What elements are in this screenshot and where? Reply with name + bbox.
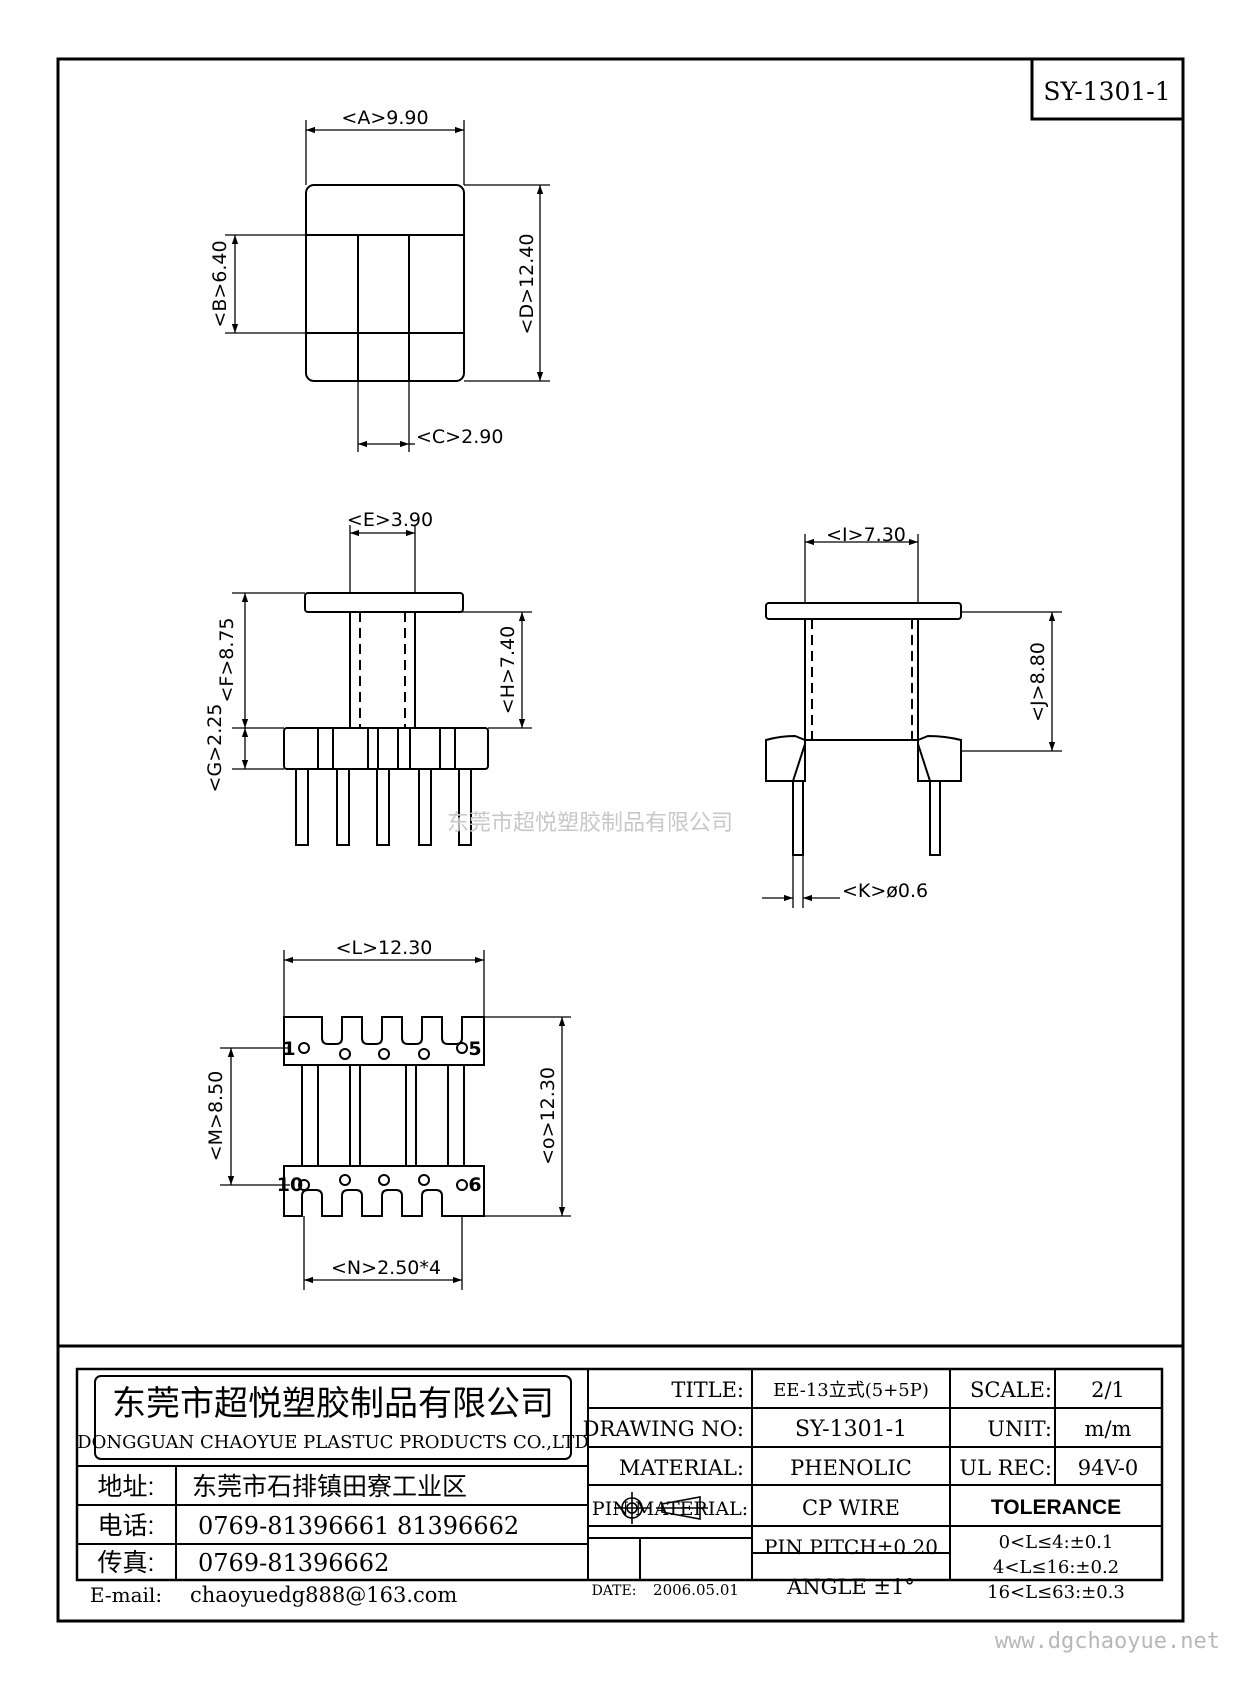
email-label: E-mail: [90,1583,162,1607]
dim-i-label: <I>7.30 [826,524,906,546]
footer-url[interactable]: www.dgchaoyue.net [995,1629,1220,1654]
bottom-view [220,950,571,1290]
dim-m-label: <M>8.50 [205,1071,227,1162]
drawing-no-label: DRAWING NO: [583,1417,744,1441]
title-label: TITLE: [671,1378,744,1402]
dim-f-label: <F>8.75 [216,617,238,702]
material-value: PHENOLIC [790,1456,912,1480]
phone-label: 电话: [98,1512,155,1540]
dim-j-label: <J>8.80 [1027,642,1049,722]
dim-h-label: <H>7.40 [497,626,519,714]
pin-pitch: PIN PITCH±0.20 [764,1535,938,1559]
unit-value: m/m [1085,1417,1132,1441]
title-value: EE-13立式(5+5P) [773,1380,929,1401]
dim-c-label: <C>2.90 [416,426,503,448]
pin-label-10: 10 [277,1174,303,1196]
tolerance-label: TOLERANCE [991,1496,1121,1519]
dim-n-label: <N>2.50*4 [331,1257,441,1279]
top-view [225,120,550,452]
address-label: 地址: [98,1473,155,1501]
tolerance-row-1: 0<L≤4:±0.1 [999,1532,1114,1553]
pin-material-value: CP WIRE [802,1496,900,1520]
ul-rec-value: 94V-0 [1078,1456,1138,1480]
company-name-en: DONGGUAN CHAOYUE PLASTUC PRODUCTS CO.,LT… [77,1432,589,1453]
sheet-border [56,57,1185,1623]
pin-label-6: 6 [468,1174,481,1196]
front-view [232,525,532,846]
dim-l-label: <L>12.30 [336,937,433,959]
fax-value: 0769-81396662 [198,1549,389,1577]
dim-o-label: <o>12.30 [537,1067,559,1165]
watermark: 东莞市超悦塑胶制品有限公司 [447,811,733,836]
tolerance-row-2: 4<L≤16:±0.2 [993,1557,1119,1578]
angle: ANGLE ±1° [786,1575,915,1599]
dim-e-label: <E>3.90 [347,509,433,531]
scale-value: 2/1 [1091,1378,1125,1402]
material-label: MATERIAL: [619,1456,744,1480]
tolerance-row-3: 16<L≤63:±0.3 [987,1582,1125,1603]
date-value: 2006.05.01 [653,1581,739,1599]
side-view [762,534,1062,908]
pin-label-5: 5 [468,1038,481,1060]
email-value: chaoyuedg888@163.com [190,1583,457,1607]
dim-a-label: <A>9.90 [341,107,428,129]
dim-g-label: <G>2.25 [204,704,226,793]
fax-label: 传真: [98,1549,155,1577]
title-block [75,1367,1164,1582]
date-label: DATE: [592,1583,637,1599]
projection-symbol [614,1492,708,1524]
ul-rec-label: UL REC: [959,1456,1052,1480]
dim-d-label: <D>12.40 [516,234,538,335]
phone-value: 0769-81396661 81396662 [198,1512,519,1540]
scale-label: SCALE: [970,1378,1052,1402]
drawing-no-value: SY-1301-1 [795,1417,907,1442]
unit-label: UNIT: [987,1417,1052,1441]
company-name-cn: 东莞市超悦塑胶制品有限公司 [112,1385,554,1423]
dim-k-label: <K>ø0.6 [842,880,928,902]
pin-label-1: 1 [282,1038,295,1060]
drawing-code-box: SY-1301-1 [1030,57,1185,121]
drawing-code: SY-1301-1 [1043,77,1170,106]
address-value: 东莞市石排镇田寮工业区 [192,1473,467,1501]
dim-b-label: <B>6.40 [209,240,231,327]
pin-material-label: PIN MATERIAL: [592,1498,748,1520]
